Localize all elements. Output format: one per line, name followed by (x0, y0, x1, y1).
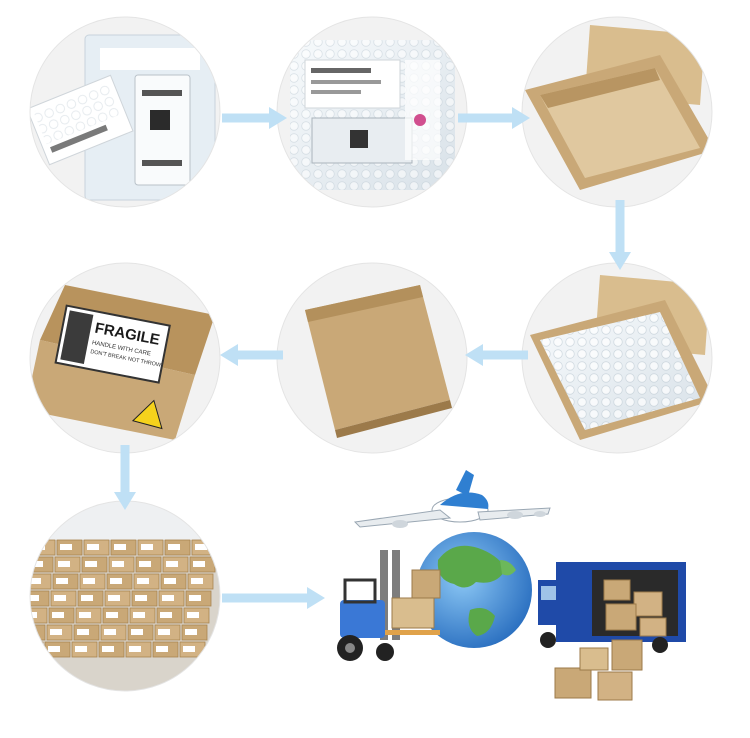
box-label (60, 544, 72, 550)
arrows-layer (114, 107, 631, 609)
box-label (193, 561, 205, 567)
box-label (168, 544, 180, 550)
box-label (30, 612, 37, 618)
step-1-circle (29, 16, 221, 208)
arrow-shape (465, 344, 528, 366)
box-label (195, 544, 207, 550)
box-label (75, 646, 87, 652)
box-label (191, 578, 203, 584)
stacked-box (30, 624, 46, 641)
stacked-box (30, 539, 56, 556)
step-1-board-blister (30, 17, 220, 207)
arrow-shape (222, 107, 287, 129)
arrow-7-to-8 (222, 587, 325, 609)
box-label (79, 612, 91, 618)
box-label (133, 612, 145, 618)
box-label (139, 561, 151, 567)
arrow-shape (220, 344, 283, 366)
box-label (135, 595, 147, 601)
box-label (87, 544, 99, 550)
parcel-boxes-icon (554, 639, 643, 701)
arrow-shape (114, 445, 136, 510)
box-label (30, 595, 39, 601)
box-label (114, 544, 126, 550)
stacked-box (30, 607, 48, 624)
arrow-3-to-4 (609, 200, 631, 270)
box-label (85, 561, 97, 567)
step-7-stacked-boxes (30, 501, 220, 691)
box-label (81, 595, 93, 601)
box-label (158, 629, 170, 635)
box-label (48, 646, 60, 652)
box-label (104, 629, 116, 635)
container-truck-icon (538, 562, 686, 653)
step-3-open-box (522, 17, 712, 207)
box-label (112, 561, 124, 567)
step-8-shipping (337, 470, 686, 701)
box-label (50, 629, 62, 635)
box-label (56, 578, 68, 584)
box-label (189, 595, 201, 601)
box-label (129, 646, 141, 652)
box-label (185, 629, 197, 635)
box-label (77, 629, 89, 635)
forklift-icon (337, 550, 441, 661)
stacked-box (30, 590, 50, 607)
step-6-fragile-box: FRAGILE HANDLE WITH CARE DON'T BREAK NOT… (30, 263, 220, 453)
esd-warning-icon (131, 399, 163, 430)
airplane-icon (353, 470, 551, 528)
box-label (160, 612, 172, 618)
box-label (30, 646, 33, 652)
arrow-shape (458, 107, 530, 129)
box-label (106, 612, 118, 618)
box-label (58, 561, 70, 567)
box-label (31, 561, 43, 567)
arrow-4-to-5 (465, 344, 528, 366)
box-label (108, 595, 120, 601)
box-label (156, 646, 168, 652)
box-label (166, 561, 178, 567)
box-label (30, 578, 41, 584)
arrow-shape (609, 200, 631, 270)
box-label (131, 629, 143, 635)
box-label (52, 612, 64, 618)
box-label (183, 646, 195, 652)
arrow-2-to-3 (458, 107, 530, 129)
box-label (162, 595, 174, 601)
arrow-5-to-6 (220, 344, 283, 366)
stacked-box (30, 641, 44, 658)
arrow-shape (222, 587, 325, 609)
box-label (164, 578, 176, 584)
box-label (110, 578, 122, 584)
box-label (137, 578, 149, 584)
arrow-1-to-2 (222, 107, 287, 129)
box-label (83, 578, 95, 584)
box-label (54, 595, 66, 601)
box-label (187, 612, 199, 618)
box-label (30, 629, 35, 635)
box-label (141, 544, 153, 550)
step-5-closed-box (277, 263, 467, 453)
box-label (102, 646, 114, 652)
arrow-6-to-7 (114, 445, 136, 510)
step-2-bubble-bag (277, 17, 467, 207)
step-4-bubble-in-box (522, 263, 712, 453)
